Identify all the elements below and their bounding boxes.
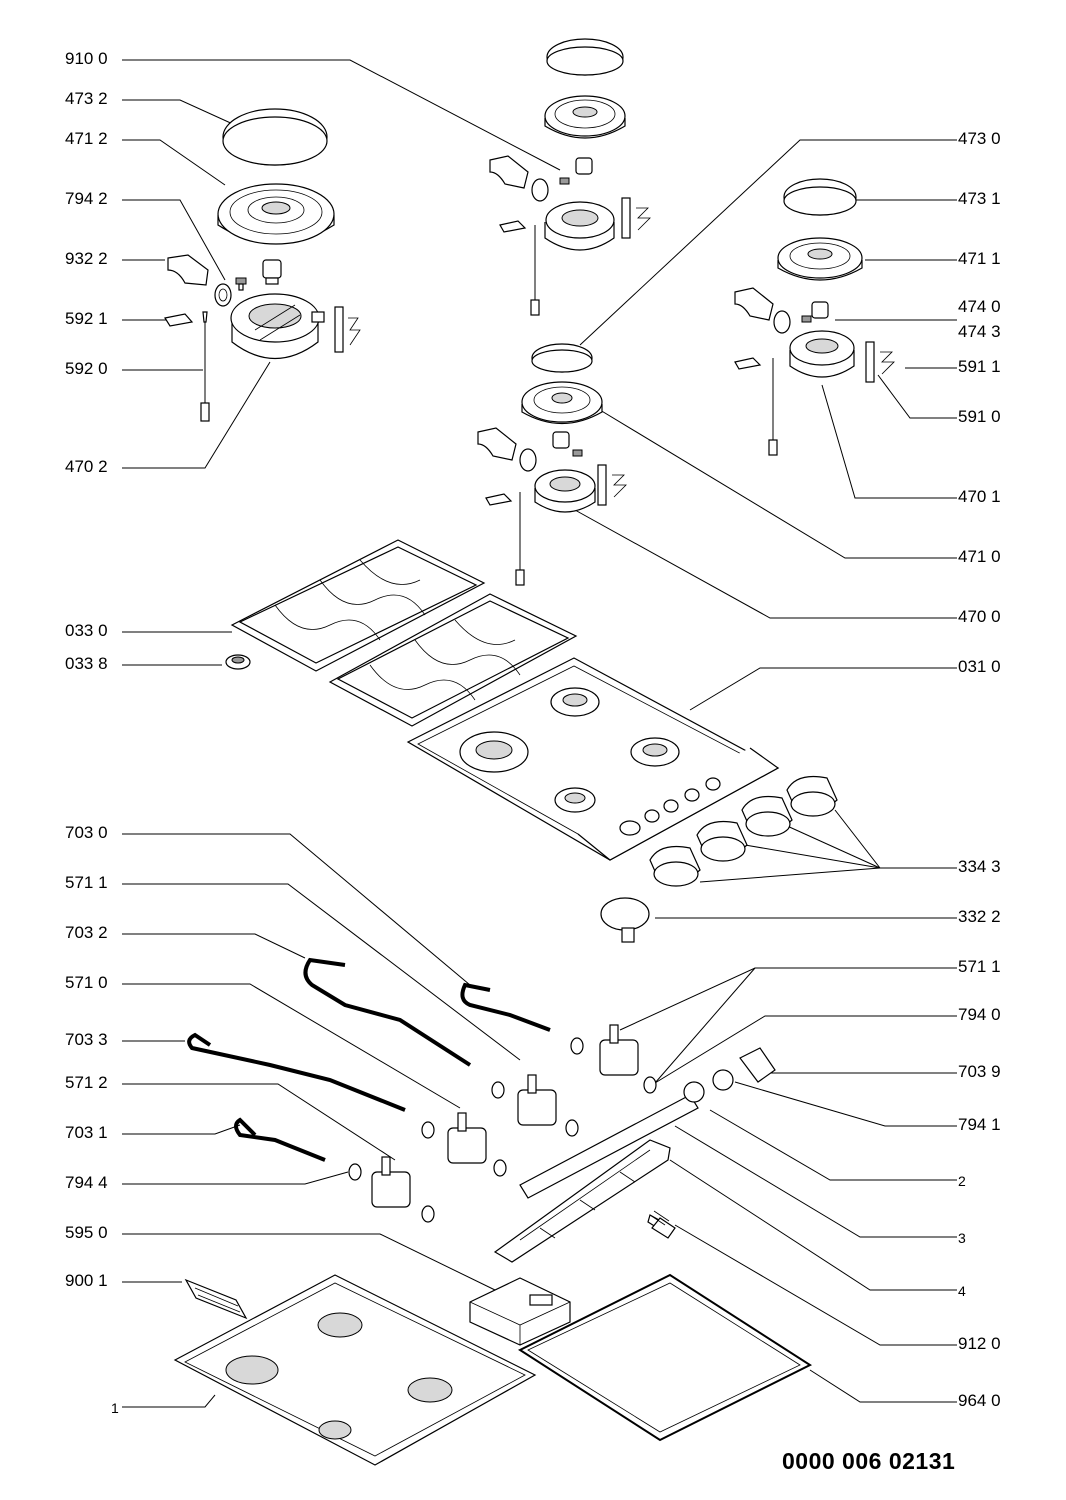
callout-334-3: 334 3 <box>958 857 1001 876</box>
callout-703-0: 703 0 <box>65 823 108 842</box>
heat-shield-900-1 <box>184 1278 248 1320</box>
callout-471-0: 471 0 <box>958 547 1001 566</box>
seal-ring-large <box>214 283 232 307</box>
callout-1: 1 <box>111 1400 119 1416</box>
callout-794-4: 794 4 <box>65 1173 108 1192</box>
callout-470-0: 470 0 <box>958 607 1001 626</box>
callout-595-0: 595 0 <box>65 1223 108 1242</box>
manifold-assembly <box>493 1047 776 1263</box>
callout-332-2: 332 2 <box>958 907 1001 926</box>
screw-large <box>235 277 247 291</box>
callout-470-2: 470 2 <box>65 457 108 476</box>
callout-473-1: 473 1 <box>958 189 1001 208</box>
knob-332-2 <box>600 897 650 931</box>
burner-group-right <box>734 178 895 456</box>
thermocouple-left <box>200 311 210 422</box>
callout-703-1: 703 1 <box>65 1123 108 1142</box>
burner-group-large <box>164 108 361 422</box>
pan-supports <box>225 539 578 727</box>
callout-3: 3 <box>958 1230 966 1246</box>
leader-lines <box>122 59 957 1408</box>
gas-taps <box>348 1024 657 1223</box>
callout-2: 2 <box>958 1173 966 1189</box>
gasket-964-0 <box>517 1273 813 1442</box>
electrode-left <box>334 306 361 353</box>
callout-473-0: 473 0 <box>958 129 1001 148</box>
ignition-clip-left <box>164 313 194 327</box>
callout-033-0: 033 0 <box>65 621 108 640</box>
callout-031-0: 031 0 <box>958 657 1001 676</box>
callout-571-0: 571 0 <box>65 973 108 992</box>
callout-571-1-right: 571 1 <box>958 957 1001 976</box>
hob-top-plate <box>406 657 780 861</box>
callout-591-1: 591 1 <box>958 357 1001 376</box>
callout-473-2: 473 2 <box>65 89 108 108</box>
burner-crown-large <box>217 183 335 245</box>
callout-912-0: 912 0 <box>958 1334 1001 1353</box>
callout-703-3: 703 3 <box>65 1030 108 1049</box>
callout-900-1: 900 1 <box>65 1271 108 1290</box>
callout-794-0: 794 0 <box>958 1005 1001 1024</box>
burner-body-large <box>230 293 325 359</box>
callout-592-1: 592 1 <box>65 309 108 328</box>
screw-912-0 <box>649 1210 676 1239</box>
injector-large <box>262 259 282 285</box>
ignition-generator <box>469 1277 571 1346</box>
callout-592-0: 592 0 <box>65 359 108 378</box>
callout-591-0: 591 0 <box>958 407 1001 426</box>
burner-group-center <box>477 343 627 586</box>
callout-033-8: 033 8 <box>65 654 108 673</box>
control-knobs <box>600 775 838 943</box>
callout-474-0: 474 0 <box>958 297 1001 316</box>
callout-932-2: 932 2 <box>65 249 108 268</box>
callout-571-2: 571 2 <box>65 1073 108 1092</box>
callout-4: 4 <box>958 1283 966 1299</box>
callout-703-9: 703 9 <box>958 1062 1001 1081</box>
callout-470-1: 470 1 <box>958 487 1001 506</box>
gas-pipes <box>187 957 551 1162</box>
callout-794-1: 794 1 <box>958 1115 1001 1134</box>
callout-571-1-left: 571 1 <box>65 873 108 892</box>
callout-471-2: 471 2 <box>65 129 108 148</box>
callout-794-2: 794 2 <box>65 189 108 208</box>
burner-group-top-center <box>489 38 651 316</box>
callout-471-1: 471 1 <box>958 249 1001 268</box>
callout-910-0: 910 0 <box>65 49 108 68</box>
callout-474-3: 474 3 <box>958 322 1001 341</box>
callout-703-2: 703 2 <box>65 923 108 942</box>
bottom-pan <box>173 1274 537 1466</box>
callout-964-0: 964 0 <box>958 1391 1001 1410</box>
document-number: 0000 006 02131 <box>782 1448 956 1474</box>
clip-932-2 <box>167 254 209 286</box>
